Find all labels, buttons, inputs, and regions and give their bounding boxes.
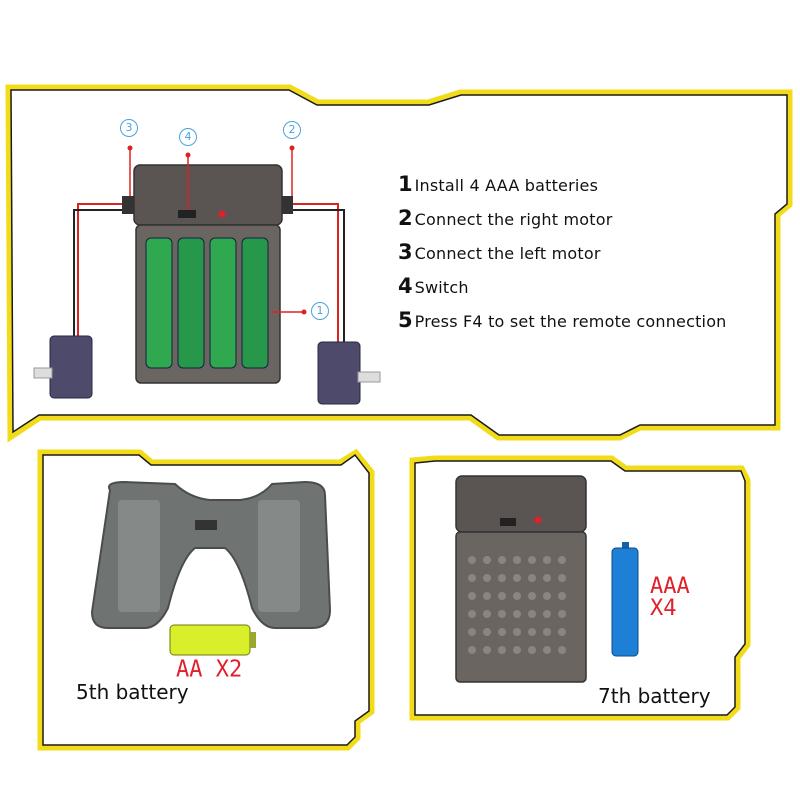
switch-slot [500, 518, 516, 526]
left-panel-border [37, 448, 375, 751]
led-indicator [534, 516, 542, 524]
right-connector [281, 196, 293, 214]
step-2: 2 Connect the right motor [398, 206, 788, 240]
aaa-x4-label: AAA X4 [650, 574, 690, 621]
callout-4: 4 [179, 128, 197, 146]
aa-battery-icon [169, 624, 256, 656]
aa-x2-label: AA X2 [176, 656, 243, 683]
holder-slot-left [118, 500, 160, 612]
step-3: 3 Connect the left motor [398, 240, 788, 274]
left-panel-border-inner [42, 453, 370, 746]
step-number: 2 [398, 206, 413, 230]
callout-2: 2 [283, 121, 301, 139]
step-text: Press F4 to set the remote connection [414, 312, 727, 331]
right-panel-border-inner [414, 460, 746, 716]
right-wire-red [285, 203, 339, 345]
led-indicator [218, 210, 226, 218]
holder-center-hole [195, 520, 217, 530]
battery [177, 237, 205, 369]
top-panel-border-inner [10, 89, 788, 436]
right-panel-border [409, 455, 751, 721]
step-number: 3 [398, 240, 413, 264]
left-motor [33, 335, 93, 399]
step-5: 5 Press F4 to set the remote connection [398, 308, 788, 342]
left-wire-black [73, 209, 130, 340]
caption-5th-battery: 5th battery [76, 680, 189, 704]
battery [241, 237, 269, 369]
step-number: 4 [398, 274, 413, 298]
aaa-battery-icon [611, 542, 639, 657]
step-number: 1 [398, 172, 413, 196]
aaa-batteries [145, 237, 269, 369]
box-lid [455, 475, 587, 533]
left-connector [122, 196, 134, 214]
switch-slot [178, 210, 196, 218]
battery [145, 237, 173, 369]
step-4: 4 Switch [398, 274, 788, 308]
step-text: Switch [414, 278, 469, 297]
step-1: 1 Install 4 AAA batteries [398, 172, 788, 206]
callout-1: 1 [311, 302, 329, 320]
left-wire-red [77, 203, 130, 340]
right-wire-black [285, 209, 345, 345]
caption-7th-battery: 7th battery [598, 684, 711, 708]
right-motor [317, 341, 381, 405]
callout-3: 3 [120, 119, 138, 137]
step-text: Connect the right motor [414, 210, 613, 229]
box-body [455, 531, 587, 683]
battery [209, 237, 237, 369]
vent-grid [468, 556, 566, 654]
step-number: 5 [398, 308, 413, 332]
instruction-list: 1 Install 4 AAA batteries 2 Connect the … [398, 172, 788, 342]
holder-slot-right [258, 500, 300, 612]
top-panel-border [5, 84, 793, 443]
step-text: Connect the left motor [414, 244, 601, 263]
step-text: Install 4 AAA batteries [414, 176, 599, 195]
